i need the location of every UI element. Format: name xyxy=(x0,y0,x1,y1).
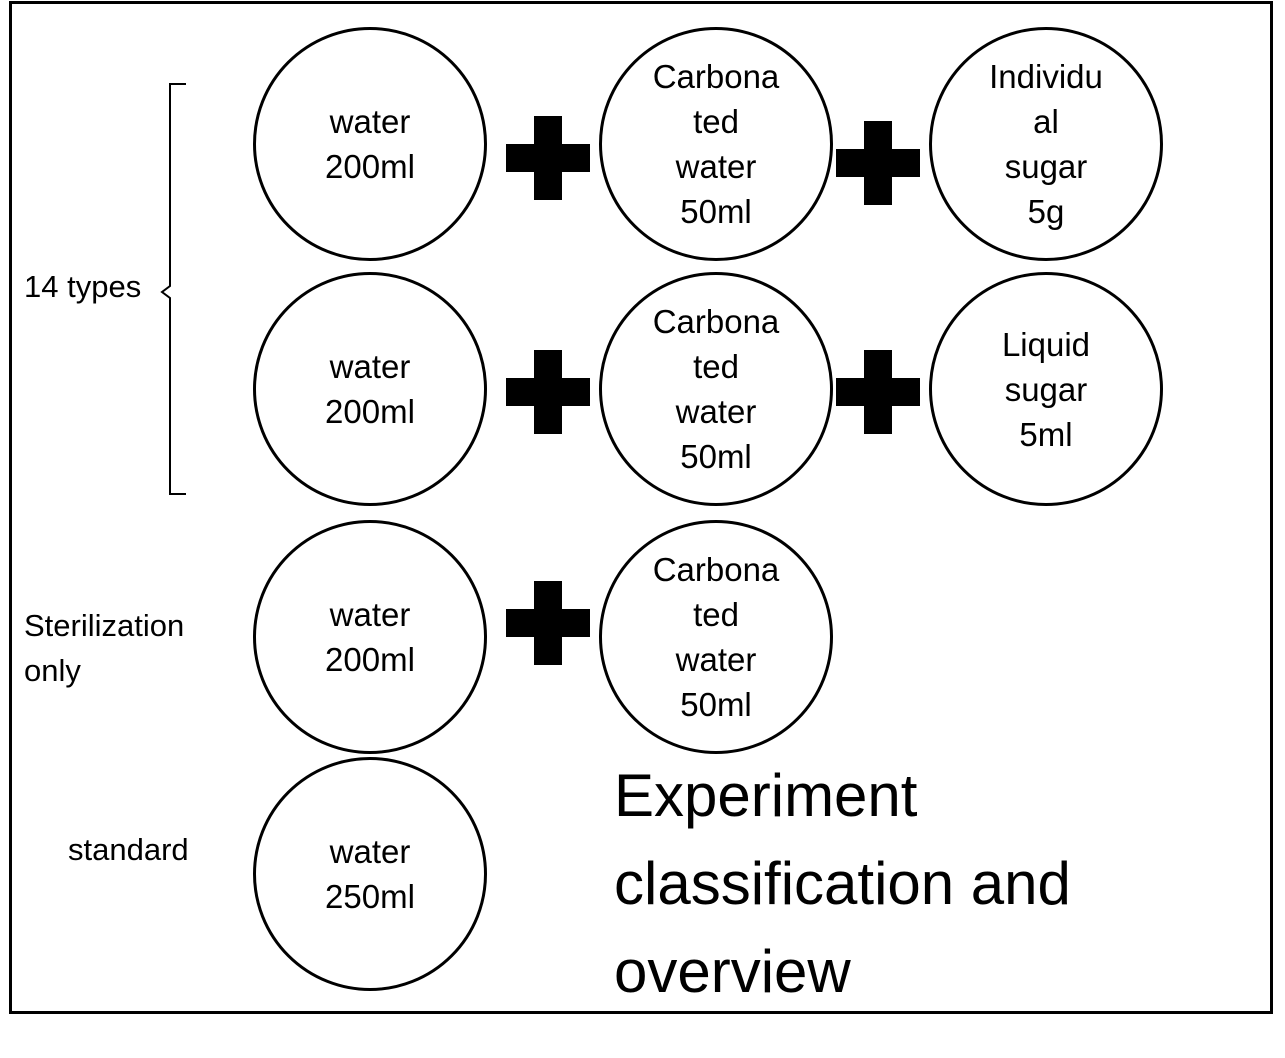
ingredient-circle-carbonated-water: Carbona ted water 50ml xyxy=(599,272,833,506)
plus-icon xyxy=(836,350,920,434)
group-label-sterilization-only: Sterilization only xyxy=(24,608,185,688)
ingredient-circle-carbonated-water: Carbona ted water 50ml xyxy=(599,27,833,261)
ingredient-label: water 200ml xyxy=(325,348,415,430)
ingredient-circle-water: water 200ml xyxy=(253,520,487,754)
ingredient-circle-water: water 200ml xyxy=(253,27,487,261)
plus-icon xyxy=(506,116,590,200)
group-brace xyxy=(160,83,186,495)
plus-icon xyxy=(836,121,920,205)
ingredient-label: Carbona ted water 50ml xyxy=(652,58,780,230)
diagram-frame xyxy=(9,1,1273,1014)
ingredient-circle-carbonated-water: Carbona ted water 50ml xyxy=(599,520,833,754)
ingredient-circle-individual-sugar: Individu al sugar 5g xyxy=(929,27,1163,261)
ingredient-label: Liquid sugar 5ml xyxy=(1001,325,1091,453)
group-label-14-types: 14 types xyxy=(24,269,142,304)
plus-icon xyxy=(506,350,590,434)
ingredient-label: Carbona ted water 50ml xyxy=(652,303,780,475)
ingredient-label: water 200ml xyxy=(325,596,415,678)
ingredient-circle-liquid-sugar: Liquid sugar 5ml xyxy=(929,272,1163,506)
diagram-title: Experiment classification and overview xyxy=(614,762,1071,1005)
ingredient-label: water 250ml xyxy=(325,833,415,915)
group-label-standard: standard xyxy=(68,832,189,867)
ingredient-label: Carbona ted water 50ml xyxy=(652,551,780,723)
ingredient-label: Individu al sugar 5g xyxy=(989,58,1103,230)
ingredient-circle-water: water 200ml xyxy=(253,272,487,506)
ingredient-circle-water: water 250ml xyxy=(253,757,487,991)
ingredient-label: water 200ml xyxy=(325,103,415,185)
plus-icon xyxy=(506,581,590,665)
